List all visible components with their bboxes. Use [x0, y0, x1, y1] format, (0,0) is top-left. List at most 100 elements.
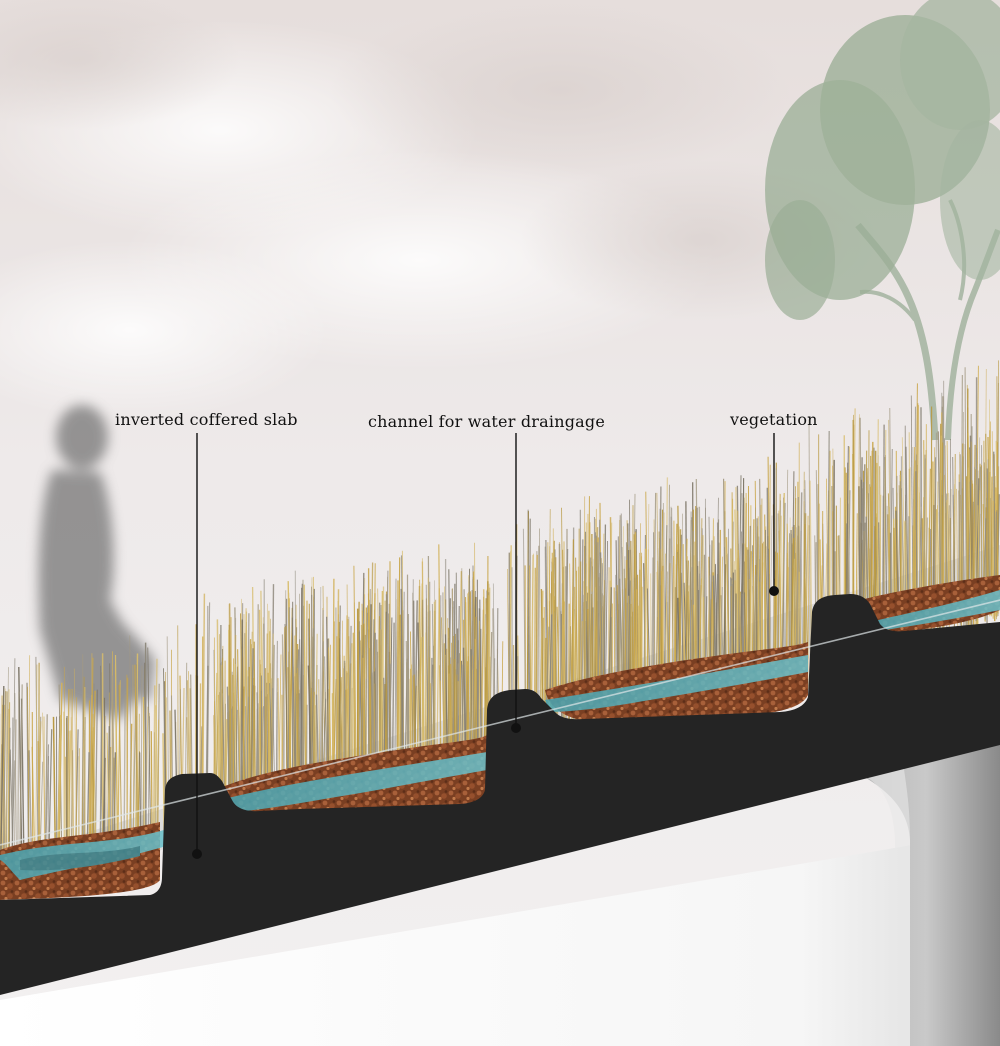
- grass-blade: [292, 635, 296, 779]
- grass-blade: [865, 516, 869, 611]
- grass-blade: [304, 600, 308, 783]
- grass-blade: [897, 481, 901, 613]
- grass-blade: [75, 697, 78, 851]
- grass-blade: [991, 431, 994, 593]
- grass-blade: [683, 538, 688, 683]
- grass-blade: [658, 508, 661, 685]
- grass-blade: [0, 685, 5, 851]
- grass-blade: [13, 719, 17, 852]
- grass-blade: [655, 548, 660, 686]
- grass-blade: [19, 684, 23, 854]
- support-column: [852, 740, 1000, 1046]
- grass-blade: [367, 648, 370, 771]
- grass-blade: [901, 437, 906, 605]
- grass-blade: [89, 657, 94, 848]
- grass-blade: [584, 563, 587, 699]
- grass-blade: [793, 558, 796, 658]
- grass-blade: [11, 717, 14, 853]
- grass-blade: [458, 571, 463, 757]
- grass-blade: [326, 616, 330, 779]
- grass-blade: [933, 447, 937, 607]
- grass-blade: [682, 544, 685, 683]
- grass-blade: [952, 483, 955, 595]
- grass-blade: [234, 663, 237, 794]
- grass-blade: [716, 522, 721, 674]
- wall: [0, 830, 1000, 1046]
- grass-blade: [724, 511, 727, 676]
- grass-blade: [337, 605, 341, 775]
- grass-blade: [795, 496, 800, 664]
- tree-icon: [765, 0, 1000, 441]
- grass-blade: [140, 665, 143, 843]
- grass-blade: [869, 486, 871, 613]
- grass-blade: [348, 625, 352, 780]
- grass-blade: [430, 657, 433, 763]
- grass-blade: [341, 620, 343, 780]
- grass-blade: [269, 683, 273, 784]
- grass-blade: [248, 666, 251, 793]
- grass-blade: [961, 443, 964, 594]
- grass-blade: [991, 476, 993, 589]
- grass-blade: [744, 543, 748, 667]
- grass-blade: [453, 659, 456, 755]
- grass-blade: [970, 441, 973, 593]
- grass-blade: [583, 531, 586, 698]
- grass-blade: [473, 609, 475, 759]
- grass-blade: [912, 525, 914, 602]
- grass-blade: [737, 549, 742, 669]
- grass-blade: [57, 715, 62, 849]
- grass-blade: [321, 641, 324, 776]
- grass-blade: [639, 552, 642, 685]
- grass-blade: [153, 658, 158, 838]
- grass-blade: [901, 488, 905, 606]
- grass-blade: [765, 529, 769, 666]
- grass-blade: [281, 634, 285, 790]
- grass-blade: [216, 619, 220, 798]
- water-channel: [0, 590, 1000, 880]
- grass-blade: [442, 654, 446, 762]
- grass-blade: [419, 579, 422, 762]
- grass-blade: [594, 538, 598, 700]
- grass-blade: [91, 690, 96, 840]
- grass-blade: [379, 650, 381, 771]
- grass-blade: [238, 649, 243, 796]
- grass-blade: [889, 448, 893, 613]
- grass-blade: [86, 752, 90, 841]
- person-silhouette-icon: [38, 405, 155, 720]
- grass-blade: [35, 656, 39, 854]
- grass-blade: [63, 666, 66, 849]
- grass-blade: [106, 732, 110, 838]
- grass-blade: [48, 729, 53, 849]
- grass-blade: [895, 510, 899, 606]
- grass-blade: [734, 509, 739, 668]
- grass-blade: [58, 682, 63, 853]
- grass-blade: [936, 481, 939, 600]
- grass-blade: [39, 761, 44, 852]
- grass-blade: [147, 716, 150, 841]
- grass-blade: [281, 694, 284, 782]
- grass-blade: [678, 529, 682, 683]
- grass-blade: [277, 678, 281, 789]
- grass-blade: [367, 605, 369, 770]
- grass-blade: [302, 622, 304, 779]
- grass-blade: [461, 664, 464, 755]
- grass-blade: [132, 664, 134, 834]
- grass-blade: [391, 622, 395, 770]
- grass-blade: [913, 460, 916, 610]
- grass-blade: [932, 457, 937, 607]
- grass-blade: [78, 748, 80, 845]
- grass-blade: [781, 502, 786, 669]
- grass-blade: [221, 661, 225, 797]
- grass-blade: [70, 688, 74, 847]
- grass-blade: [974, 467, 977, 598]
- grass-blade: [730, 521, 734, 679]
- grass-blade: [905, 446, 909, 603]
- grass-blade: [672, 555, 674, 680]
- grass-blade: [114, 654, 119, 840]
- grass-blade: [129, 635, 132, 835]
- grass-blade: [805, 515, 809, 658]
- grass-blade: [604, 540, 609, 699]
- grass-blade: [399, 614, 403, 769]
